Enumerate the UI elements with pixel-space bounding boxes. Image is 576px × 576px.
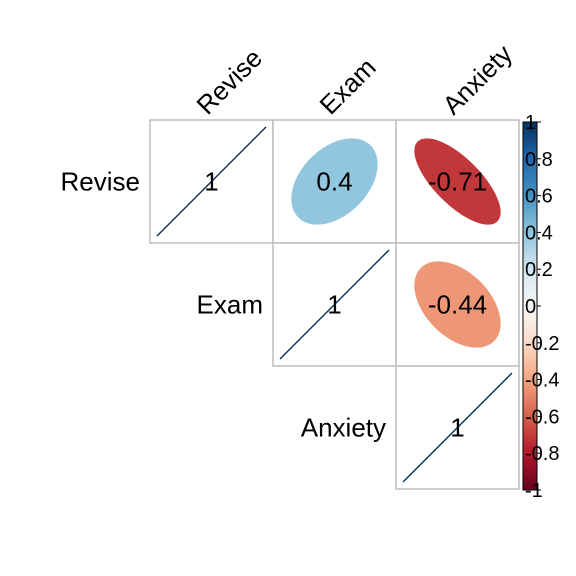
colorbar-tick-label: 0.2 xyxy=(525,259,553,281)
colorbar-tick-label: 0.6 xyxy=(525,186,553,208)
column-label-revise: Revise xyxy=(191,43,268,120)
column-labels: Revise Exam Anxiety xyxy=(191,39,519,121)
value-label-revise-anxiety: -0.71 xyxy=(428,167,487,197)
colorbar-gradient xyxy=(523,122,537,490)
colorbar-tick-label: -1 xyxy=(525,480,543,502)
cell-anxiety-anxiety: 1 xyxy=(395,365,520,490)
ellipse-exam-anxiety xyxy=(414,261,501,348)
value-label-exam-exam: 1 xyxy=(327,290,341,320)
value-label-revise-revise: 1 xyxy=(204,167,218,197)
ellipse-exam-exam xyxy=(279,249,390,360)
cell-revise-anxiety: -0.71 xyxy=(395,119,520,244)
ellipse-anxiety-anxiety xyxy=(402,372,513,483)
ellipse-revise-revise xyxy=(156,126,267,237)
colorbar-tick-label: -0.6 xyxy=(525,406,559,428)
colorbar-tick-label: -0.2 xyxy=(525,333,559,355)
cell-revise-exam: 0.4 xyxy=(272,119,397,244)
cell-revise-revise: 1 xyxy=(149,119,274,244)
colorbar-tick-label: -0.8 xyxy=(525,443,559,465)
ellipse-revise-anxiety xyxy=(414,138,501,225)
colorbar-tick-label: -0.4 xyxy=(525,370,559,392)
cell-layer: 1 0.4 -0.71 1 -0.44 1 xyxy=(149,119,520,490)
value-label-exam-anxiety: -0.44 xyxy=(428,290,487,320)
colorbar: 1 0.8 0.6 0.4 0.2 0 -0.2 -0.4 -0.6 -0.8 -1 xyxy=(522,112,559,502)
row-label-exam: Exam xyxy=(197,290,263,320)
cell-exam-anxiety: -0.44 xyxy=(395,242,520,367)
colorbar-tick-label: 1 xyxy=(525,112,536,134)
row-label-anxiety: Anxiety xyxy=(301,413,386,443)
column-label-anxiety: Anxiety xyxy=(437,39,519,121)
column-label-exam: Exam xyxy=(314,52,382,120)
ellipse-revise-exam xyxy=(291,138,378,225)
colorbar-tick-label: 0.4 xyxy=(525,222,553,244)
colorbar-tick-label: 0.8 xyxy=(525,149,553,171)
row-label-revise: Revise xyxy=(61,167,140,197)
cell-exam-exam: 1 xyxy=(272,242,397,367)
colorbar-tick-label: 0 xyxy=(525,296,536,318)
value-label-anxiety-anxiety: 1 xyxy=(450,413,464,443)
value-label-revise-exam: 0.4 xyxy=(316,167,352,197)
